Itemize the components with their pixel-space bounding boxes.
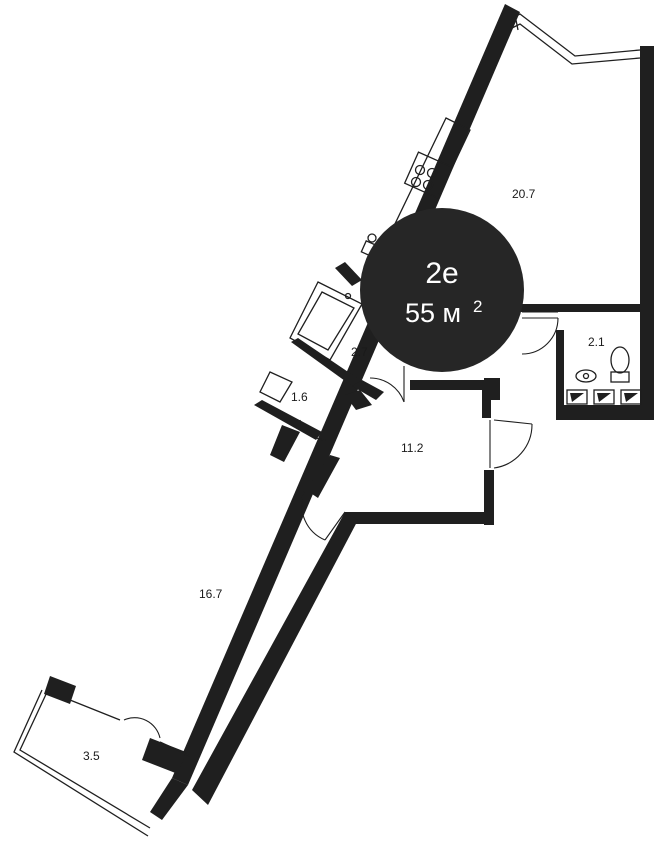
room-area-balcony: 3.5	[83, 749, 100, 763]
partition-walls	[291, 262, 644, 410]
room-area-bath-small: 2.7	[351, 345, 368, 359]
apartment-type: 2е	[425, 257, 458, 290]
toilet-icon	[610, 346, 630, 383]
area-unit-superscript: 2	[473, 297, 482, 316]
stove-icon	[410, 164, 438, 191]
area-badge: 2е 55 м 2	[360, 208, 524, 372]
balcony	[13, 676, 191, 837]
doors	[123, 311, 559, 739]
room-area-living-kitchen: 20.7	[512, 187, 536, 201]
bathtub-icon	[289, 281, 363, 361]
living-window	[511, 13, 641, 65]
room-labels: 20.7 2.1 2.7 1.6 11.2 16.7 3.5	[83, 187, 605, 763]
shafts	[566, 389, 642, 405]
apartment-area: 55 м	[405, 298, 461, 328]
outer-walls	[150, 4, 654, 820]
room-area-hall: 11.2	[401, 441, 424, 455]
area-badge-circle	[360, 208, 524, 372]
room-area-storage: 1.6	[291, 390, 308, 404]
washbasin-icon	[575, 369, 597, 383]
room-area-bedroom: 16.7	[199, 587, 223, 601]
storage-shelf	[259, 371, 293, 403]
room-area-bathroom: 2.1	[588, 335, 605, 349]
